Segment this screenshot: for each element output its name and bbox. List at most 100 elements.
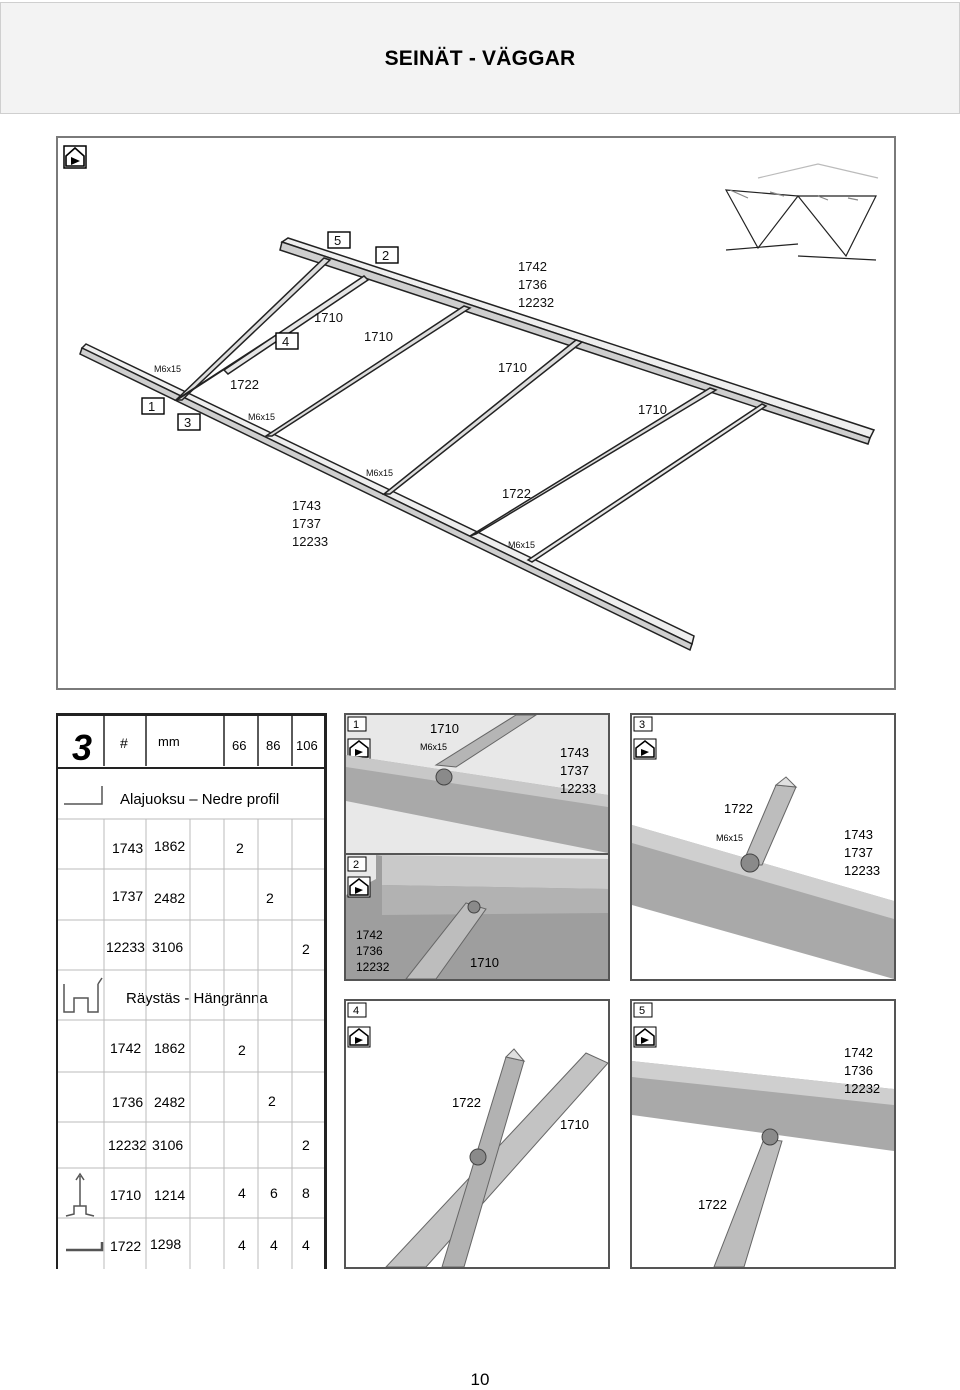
bolt-label: M6x15 — [154, 364, 181, 374]
top-rail-code-1: 1742 — [518, 259, 547, 274]
svg-text:M6x15: M6x15 — [420, 742, 447, 752]
bolt-label: M6x15 — [366, 468, 393, 478]
svg-text:2: 2 — [302, 1137, 310, 1153]
svg-text:12233: 12233 — [560, 781, 596, 796]
svg-text:1710: 1710 — [470, 955, 499, 970]
svg-text:2: 2 — [238, 1042, 246, 1058]
step-number: 3 — [72, 727, 92, 768]
table-row: 1742 1862 2 — [110, 1040, 246, 1058]
bolt-label: M6x15 — [248, 412, 275, 422]
svg-text:12233: 12233 — [106, 939, 145, 955]
gutter-profile-icon — [63, 977, 103, 1013]
braces — [175, 275, 768, 563]
detail-step-2: 2 1742 1736 12232 1710 — [344, 853, 610, 981]
bottom-rail-code-2: 1737 — [292, 516, 321, 531]
stud-profile-icon — [65, 1172, 95, 1217]
detail-step-5: 5 1742 1736 12232 1722 — [630, 999, 896, 1269]
brace-label: 1722 — [502, 486, 531, 501]
svg-text:2: 2 — [266, 890, 274, 906]
svg-text:2: 2 — [268, 1093, 276, 1109]
page-header: SEINÄT - VÄGGAR — [0, 2, 960, 114]
top-rail-code-3: 12232 — [518, 295, 554, 310]
svg-text:3: 3 — [184, 415, 191, 430]
svg-text:1737: 1737 — [844, 845, 873, 860]
stud-label: 1710 — [638, 402, 667, 417]
svg-text:4: 4 — [282, 334, 289, 349]
brace-profile-icon — [66, 1242, 104, 1252]
step-marker-4: 4 — [275, 332, 299, 350]
svg-text:4: 4 — [270, 1237, 278, 1253]
hash-header: # — [120, 735, 128, 751]
brace-label: 1722 — [230, 377, 259, 392]
table-row: 12233 3106 2 — [106, 939, 310, 957]
mm-header: mm — [158, 734, 180, 749]
svg-text:1737: 1737 — [560, 763, 589, 778]
detail-step-4: 4 1722 1710 — [344, 999, 610, 1269]
svg-text:5: 5 — [639, 1005, 645, 1017]
step-marker-1: 1 — [141, 397, 165, 415]
svg-text:4: 4 — [353, 1005, 359, 1017]
svg-text:1722: 1722 — [698, 1197, 727, 1212]
bolt-label: M6x15 — [508, 540, 535, 550]
studs — [174, 257, 718, 537]
greenhouse-icon — [633, 1026, 657, 1048]
svg-text:1862: 1862 — [154, 1040, 185, 1056]
svg-text:2: 2 — [382, 248, 389, 263]
svg-text:1742: 1742 — [110, 1040, 141, 1056]
svg-text:2482: 2482 — [154, 890, 185, 906]
svg-text:1743: 1743 — [844, 827, 873, 842]
svg-text:1743: 1743 — [112, 840, 143, 856]
step-marker-3: 3 — [177, 413, 201, 431]
greenhouse-icon — [633, 738, 657, 760]
stud-label: 1710 — [364, 329, 393, 344]
svg-text:1743: 1743 — [560, 745, 589, 760]
page-title: SEINÄT - VÄGGAR — [384, 47, 576, 70]
svg-text:M6x15: M6x15 — [716, 833, 743, 843]
svg-text:1: 1 — [353, 719, 359, 731]
step-marker-2: 2 — [375, 246, 399, 264]
stud-label: 1710 — [314, 310, 343, 325]
stud-label: 1710 — [498, 360, 527, 375]
svg-text:12233: 12233 — [844, 863, 880, 878]
greenhouse-icon — [63, 145, 87, 169]
svg-text:2: 2 — [353, 859, 359, 871]
svg-text:1710: 1710 — [430, 721, 459, 736]
table-row: 1722 1298 4 4 4 — [110, 1236, 310, 1254]
greenhouse-icon — [347, 876, 371, 898]
section-title: Räystäs - Hängränna — [126, 990, 268, 1007]
svg-text:1722: 1722 — [110, 1238, 141, 1254]
wall-assembly-figure: 5 2 4 1 3 1742 1736 12232 1743 1737 1223… — [56, 136, 896, 690]
page-number: 10 — [470, 1370, 490, 1389]
table-row: 12232 3106 2 — [108, 1137, 310, 1153]
svg-text:1710: 1710 — [110, 1187, 141, 1203]
svg-text:12232: 12232 — [108, 1137, 147, 1153]
svg-text:2482: 2482 — [154, 1094, 185, 1110]
svg-text:12232: 12232 — [844, 1081, 880, 1096]
svg-text:4: 4 — [238, 1237, 246, 1253]
top-rail-code-2: 1736 — [518, 277, 547, 292]
svg-text:1736: 1736 — [844, 1063, 873, 1078]
bottom-rail — [79, 343, 695, 652]
svg-text:5: 5 — [334, 233, 341, 248]
section-title: Alajuoksu – Nedre profil — [120, 791, 279, 808]
table-row: 1743 1862 2 — [112, 838, 244, 856]
svg-text:3106: 3106 — [152, 1137, 183, 1153]
bottom-rail-code-3: 12233 — [292, 534, 328, 549]
svg-text:3106: 3106 — [152, 939, 183, 955]
size-header-86: 86 — [266, 738, 280, 753]
svg-text:1722: 1722 — [452, 1095, 481, 1110]
size-header-106: 106 — [296, 738, 318, 753]
svg-text:8: 8 — [302, 1185, 310, 1201]
svg-text:6: 6 — [270, 1185, 278, 1201]
step-marker-5: 5 — [327, 231, 351, 249]
svg-text:1737: 1737 — [112, 888, 143, 904]
svg-text:1214: 1214 — [154, 1187, 185, 1203]
svg-text:1722: 1722 — [724, 801, 753, 816]
svg-text:2: 2 — [236, 840, 244, 856]
svg-text:1298: 1298 — [150, 1236, 181, 1252]
table-row: 1710 1214 4 6 8 — [110, 1185, 310, 1203]
svg-text:4: 4 — [302, 1237, 310, 1253]
svg-text:4: 4 — [238, 1185, 246, 1201]
table-row: 1737 2482 2 — [112, 888, 274, 906]
detail-step-1: 1 1710 M6x15 1743 1737 12233 — [344, 713, 610, 855]
